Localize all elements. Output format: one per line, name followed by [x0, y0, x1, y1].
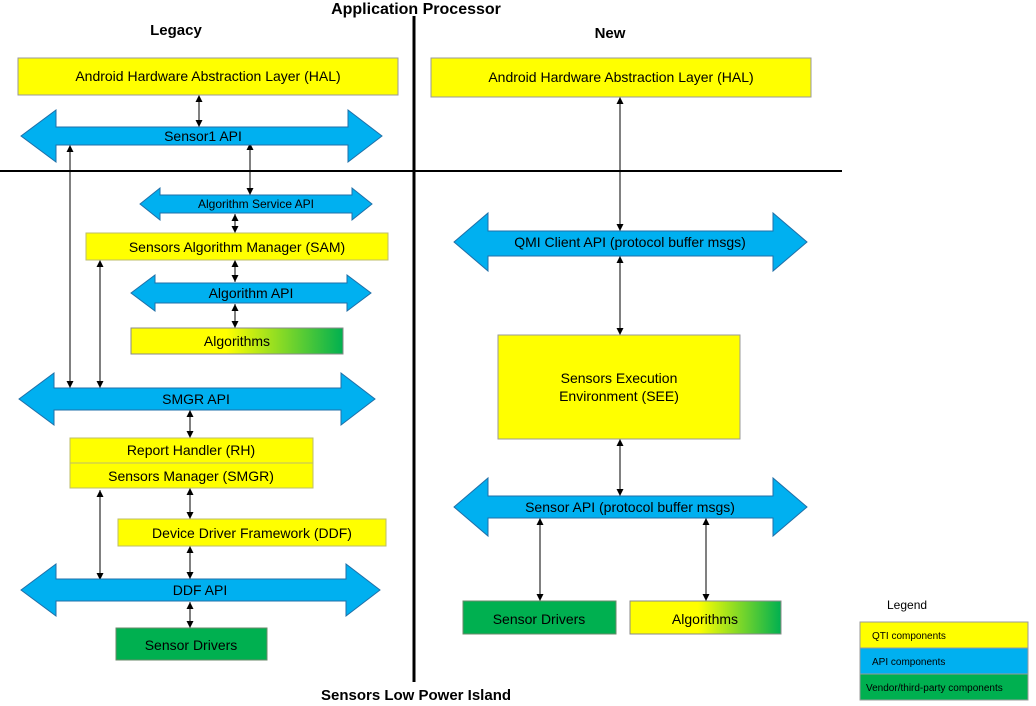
qmi-client-api-arrow: QMI Client API (protocol buffer msgs)	[453, 211, 808, 273]
sensor1-api-arrow: Sensor1 API	[20, 108, 383, 164]
algorithm-api-arrow: Algorithm API	[130, 274, 372, 312]
sam-label: Sensors Algorithm Manager (SAM)	[129, 239, 345, 255]
ddf-box: Device Driver Framework (DDF)	[117, 518, 387, 547]
sensors-manager-label: Sensors Manager (SMGR)	[108, 468, 274, 484]
algorithm-api-label: Algorithm API	[209, 285, 294, 301]
heading-legacy: Legacy	[150, 22, 202, 39]
new-algorithms-label: Algorithms	[672, 611, 738, 627]
legacy-sensor-drivers-label: Sensor Drivers	[145, 637, 238, 653]
sensors-manager-box: Sensors Manager (SMGR)	[69, 462, 314, 489]
ddf-api-label: DDF API	[173, 582, 227, 598]
legend-label-qti: QTI components	[872, 631, 946, 642]
legend: Legend QTI components API components Ven…	[859, 598, 1029, 701]
new-sensor-drivers-box: Sensor Drivers	[462, 600, 617, 635]
legend-swatch-api	[859, 647, 1029, 675]
report-handler-box: Report Handler (RH)	[69, 437, 314, 464]
see-label-line1: Sensors Execution	[561, 370, 678, 386]
smgr-api-label: SMGR API	[162, 391, 230, 407]
legend-label-api: API components	[872, 657, 945, 668]
see-box: Sensors Execution Environment (SEE)	[497, 334, 741, 440]
legend-swatch-vendor	[859, 673, 1029, 701]
sensor1-api-label: Sensor1 API	[164, 128, 242, 144]
legacy-hal-label: Android Hardware Abstraction Layer (HAL)	[75, 68, 340, 84]
heading-new: New	[595, 25, 626, 42]
legacy-hal-box: Android Hardware Abstraction Layer (HAL)	[17, 57, 399, 96]
heading-application-processor: Application Processor	[331, 1, 501, 18]
legend-label-vendor: Vendor/third-party components	[866, 683, 1003, 694]
legacy-algorithms-box: Algorithms	[130, 327, 344, 355]
legacy-sensor-drivers-box: Sensor Drivers	[115, 627, 268, 661]
qmi-client-api-label: QMI Client API (protocol buffer msgs)	[514, 234, 746, 250]
new-sensor-drivers-label: Sensor Drivers	[493, 611, 586, 627]
legend-swatch-qti	[859, 621, 1029, 649]
legacy-algorithms-label: Algorithms	[204, 333, 270, 349]
smgr-api-arrow: SMGR API	[18, 371, 376, 427]
sam-box: Sensors Algorithm Manager (SAM)	[85, 232, 389, 261]
ddf-api-arrow: DDF API	[20, 562, 381, 618]
algorithm-service-api-label: Algorithm Service API	[198, 197, 314, 211]
report-handler-label: Report Handler (RH)	[127, 442, 255, 458]
algorithm-service-api-arrow: Algorithm Service API	[139, 186, 373, 222]
new-algorithms-box: Algorithms	[629, 600, 782, 635]
see-label-line2: Environment (SEE)	[559, 388, 679, 404]
legend-title: Legend	[887, 598, 927, 612]
sensor-api-label: Sensor API (protocol buffer msgs)	[525, 499, 735, 515]
sensor-api-arrow: Sensor API (protocol buffer msgs)	[453, 476, 808, 538]
ddf-label: Device Driver Framework (DDF)	[152, 525, 352, 541]
new-hal-label: Android Hardware Abstraction Layer (HAL)	[488, 69, 753, 85]
new-hal-box: Android Hardware Abstraction Layer (HAL)	[430, 57, 812, 98]
heading-sensors-low-power-island: Sensors Low Power Island	[321, 687, 511, 704]
